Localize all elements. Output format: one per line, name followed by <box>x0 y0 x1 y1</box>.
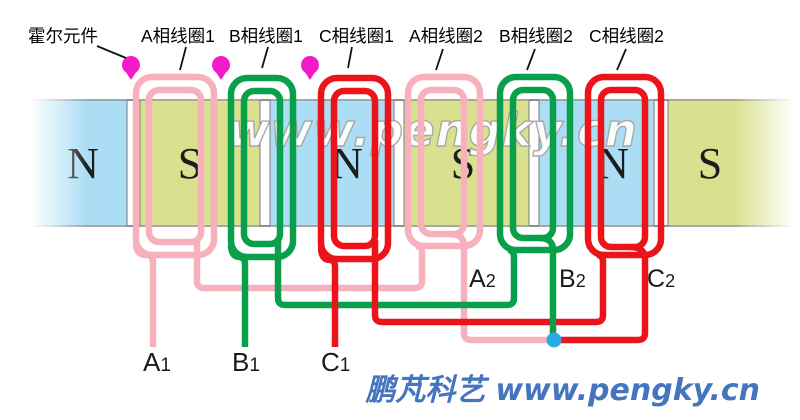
hall-sensor-pin <box>122 56 140 80</box>
pointer-line-coil-b1 <box>261 46 269 69</box>
coil-a1-inner-turn <box>145 86 205 246</box>
coil-b1-outer-turn <box>227 74 297 261</box>
terminal-label-a2: A2 <box>469 265 496 293</box>
coil-a2-inner-turn <box>417 86 468 238</box>
pointer-line-coil-b2 <box>526 48 536 71</box>
terminal-label-a1: A1 <box>143 347 171 377</box>
watermark-text: www.pengky.cn <box>228 104 638 157</box>
coil-c1-outer-turn <box>317 74 392 263</box>
terminal-label-c2: C2 <box>647 265 675 293</box>
footer-site: www.pengky.cn <box>495 373 760 408</box>
wire-a1-terminal-lead <box>132 242 157 347</box>
wire-c2-to-star <box>554 243 649 344</box>
coil-a1-outer-turn <box>132 73 218 259</box>
label-coil-b2: B相线圈2 <box>499 26 573 46</box>
label-coil-c1: C相线圈1 <box>319 26 394 46</box>
star-point-dot <box>546 332 562 348</box>
label-coil-c2: C相线圈2 <box>589 26 664 46</box>
terminal-labels: A1 B1 C1 A2 B2 C2 <box>143 265 675 377</box>
terminal-label-b1: B1 <box>232 347 260 377</box>
phase-c-windings <box>317 73 665 347</box>
phase-b-windings <box>227 73 574 347</box>
pointer-lines <box>96 45 627 71</box>
pointer-line-coil-c2 <box>616 48 627 71</box>
magnet-block-n3 <box>538 99 655 227</box>
coil-b2-inner-turn <box>509 86 557 242</box>
wire-b1-terminal-lead <box>227 244 249 347</box>
top-labels: 霍尔元件 A相线圈1 B相线圈1 C相线圈1 A相线圈2 B相线圈2 C相线圈2 <box>28 26 664 46</box>
wire-c1-terminal-lead <box>317 246 339 347</box>
label-hall-sensor: 霍尔元件 <box>28 26 98 46</box>
right-fade-overlay <box>733 97 795 229</box>
magnet-letter: S <box>698 139 722 188</box>
footer-brand: 鹏芃科艺 <box>364 373 490 408</box>
hall-sensor-pin <box>212 56 230 80</box>
hall-sensors <box>122 56 319 80</box>
phase-a-windings <box>132 73 554 347</box>
label-coil-b1: B相线圈1 <box>229 26 303 46</box>
label-coil-a2: A相线圈2 <box>409 26 483 46</box>
terminal-label-b2: B2 <box>559 265 586 293</box>
wire-a1-to-a2 <box>193 238 426 292</box>
pointer-line-coil-a2 <box>435 48 444 71</box>
left-fade-overlay <box>30 97 88 229</box>
coil-b1-inner-turn <box>240 87 284 248</box>
coil-b2-outer-turn <box>496 73 574 254</box>
coil-a2-outer-turn <box>404 73 484 250</box>
coil-c2-inner-turn <box>597 86 649 251</box>
wire-b1-to-b2 <box>274 240 518 309</box>
coil-c1-inner-turn <box>330 87 379 250</box>
pointer-line-coil-c1 <box>347 46 353 69</box>
wire-b2-to-star <box>538 234 557 338</box>
hall-sensor-pin <box>301 56 319 80</box>
label-coil-a1: A相线圈1 <box>141 26 215 46</box>
coil-c2-outer-turn <box>584 73 665 259</box>
wire-c1-to-c2 <box>371 240 607 326</box>
terminal-label-c1: C1 <box>321 347 350 377</box>
wire-a2-to-star <box>449 230 554 344</box>
pointer-line-coil-a1 <box>179 46 187 71</box>
pointer-line-hall <box>96 45 127 59</box>
